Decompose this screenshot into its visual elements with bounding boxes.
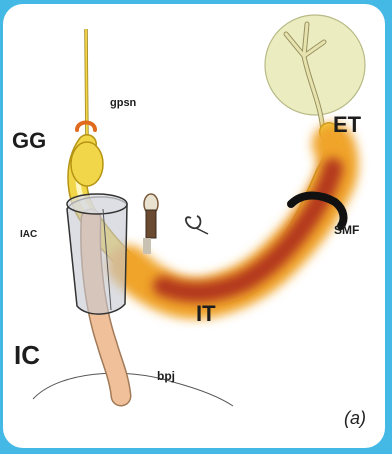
ossicle-1-base [143, 238, 151, 254]
inflamed-core [163, 168, 333, 292]
label-ic: IC [14, 342, 40, 368]
panel-letter: (a) [344, 408, 366, 429]
iac-cone-top [67, 194, 127, 214]
label-gg: GG [12, 130, 46, 152]
label-iac: IAC [20, 230, 37, 240]
brainstem-outline [33, 373, 233, 406]
facial-nerve-diagram [3, 4, 385, 448]
label-gpsn: gpsn [110, 98, 136, 109]
label-it: IT [196, 303, 216, 325]
figure-card: gpsn GG ET IAC SMF IT IC bpj (a) [3, 4, 385, 448]
geniculate-ganglion [71, 142, 103, 186]
ossicle-2-stem [196, 228, 208, 234]
ossicle-1-stem [146, 210, 156, 238]
label-smf: SMF [334, 224, 359, 236]
gpsn-nerve-core [86, 29, 87, 144]
label-bpj: bpj [157, 370, 175, 382]
ossicle-2 [186, 216, 201, 228]
label-et: ET [333, 114, 361, 136]
